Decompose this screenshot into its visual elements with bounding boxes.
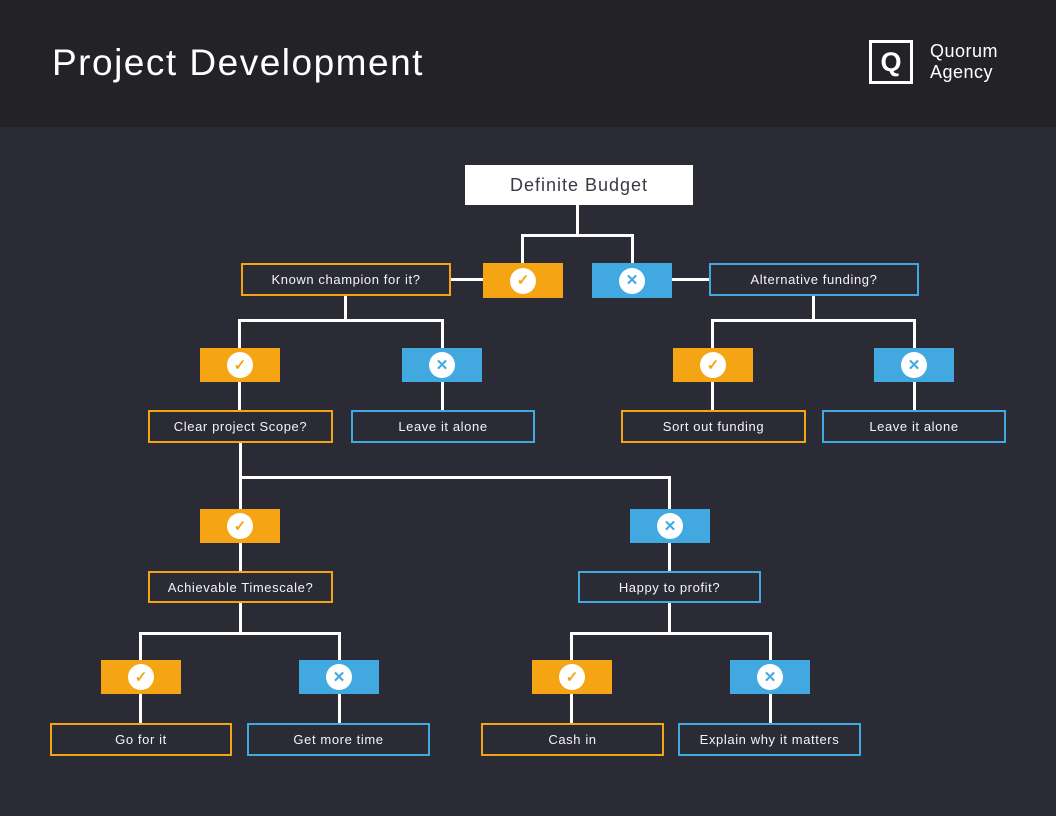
node-go-for-it: Go for it: [50, 723, 232, 756]
node-label: Definite Budget: [510, 175, 648, 196]
connector-line-h: [570, 632, 772, 635]
node-alternative-funding: Alternative funding?: [709, 263, 919, 296]
connector-line-h: [238, 319, 444, 322]
connector-line-h: [711, 319, 916, 322]
node-label: Alternative funding?: [751, 272, 878, 287]
cross-icon: ✕: [619, 268, 645, 294]
cross-badge: ✕: [402, 348, 482, 382]
connector-line-v: [668, 603, 671, 635]
node-sort-out-funding: Sort out funding: [621, 410, 806, 443]
connector-line-v: [576, 205, 579, 236]
connector-line-h: [451, 278, 484, 281]
cross-badge: ✕: [730, 660, 810, 694]
header-bar: Project Development Q Quorum Agency: [0, 0, 1056, 127]
node-label: Go for it: [115, 732, 167, 747]
node-label: Cash in: [548, 732, 596, 747]
brand-logo: Q Quorum Agency: [869, 40, 998, 84]
connector-line-h: [521, 234, 634, 237]
brand-name: Quorum Agency: [930, 41, 998, 83]
node-label: Sort out funding: [663, 419, 764, 434]
check-icon: ✓: [700, 352, 726, 378]
node-get-more-time: Get more time: [247, 723, 430, 756]
page-title: Project Development: [52, 42, 424, 84]
node-label: Known champion for it?: [271, 272, 420, 287]
brand-name-line2: Agency: [930, 62, 998, 83]
brand-q-icon: Q: [869, 40, 913, 84]
cross-icon: ✕: [326, 664, 352, 690]
node-label: Leave it alone: [869, 419, 958, 434]
check-icon: ✓: [227, 352, 253, 378]
node-label: Clear project Scope?: [174, 419, 307, 434]
cross-icon: ✕: [657, 513, 683, 539]
check-badge: ✓: [673, 348, 753, 382]
cross-icon: ✕: [757, 664, 783, 690]
connector-line-h: [671, 278, 709, 281]
node-achievable-timescale: Achievable Timescale?: [148, 571, 333, 603]
cross-icon: ✕: [429, 352, 455, 378]
check-badge: ✓: [483, 263, 563, 298]
cross-icon: ✕: [901, 352, 927, 378]
brand-name-line1: Quorum: [930, 41, 998, 62]
node-label: Happy to profit?: [619, 580, 720, 595]
connector-line-h: [239, 476, 671, 479]
cross-badge: ✕: [630, 509, 710, 543]
node-happy-to-profit: Happy to profit?: [578, 571, 761, 603]
check-badge: ✓: [200, 348, 280, 382]
check-badge: ✓: [200, 509, 280, 543]
node-known-champion: Known champion for it?: [241, 263, 451, 296]
cross-badge: ✕: [592, 263, 672, 298]
node-explain-why-it-matters: Explain why it matters: [678, 723, 861, 756]
check-icon: ✓: [227, 513, 253, 539]
connector-line-h: [139, 632, 341, 635]
node-cash-in: Cash in: [481, 723, 664, 756]
node-label: Explain why it matters: [700, 732, 840, 747]
node-label: Get more time: [293, 732, 383, 747]
connector-line-v: [631, 234, 634, 263]
check-icon: ✓: [510, 268, 536, 294]
check-icon: ✓: [559, 664, 585, 690]
connector-line-v: [239, 603, 242, 635]
cross-badge: ✕: [299, 660, 379, 694]
check-badge: ✓: [532, 660, 612, 694]
node-definite-budget: Definite Budget: [465, 165, 693, 205]
node-label: Leave it alone: [398, 419, 487, 434]
node-leave-it-alone-left: Leave it alone: [351, 410, 535, 443]
check-icon: ✓: [128, 664, 154, 690]
node-leave-it-alone-right: Leave it alone: [822, 410, 1006, 443]
cross-badge: ✕: [874, 348, 954, 382]
node-label: Achievable Timescale?: [168, 580, 314, 595]
node-clear-project-scope: Clear project Scope?: [148, 410, 333, 443]
check-badge: ✓: [101, 660, 181, 694]
connector-line-v: [239, 443, 242, 479]
connector-line-v: [521, 234, 524, 263]
